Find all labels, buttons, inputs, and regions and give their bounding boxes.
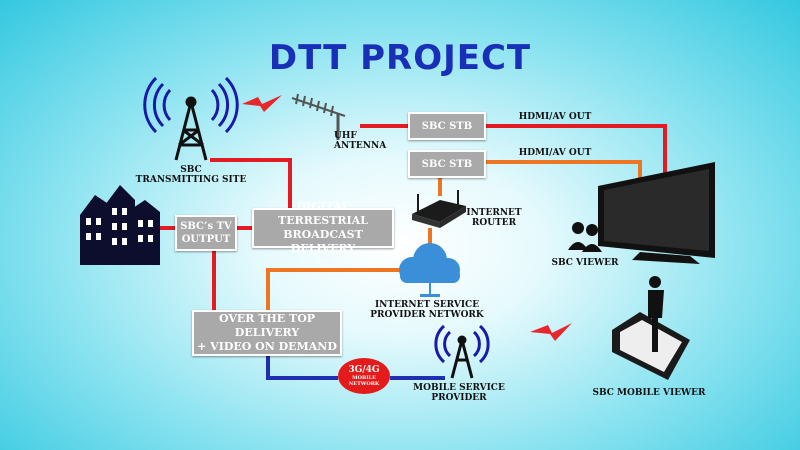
internet-router-label: INTERNET ROUTER — [466, 208, 522, 228]
uhf-antenna-label: UHF ANTENNA — [334, 131, 387, 151]
sbc-viewer-label: SBC VIEWER — [551, 258, 619, 268]
ott-delivery-box: OVER THE TOP DELIVERY + VIDEO ON DEMAND — [192, 310, 342, 356]
transmitting-site-label: SBC TRANSMITTING SITE — [135, 165, 247, 185]
hdmi-out-top-label: HDMI/AV OUT — [518, 112, 592, 122]
mobile-viewer-label: SBC MOBILE VIEWER — [592, 388, 706, 398]
mobile-tower-structure — [450, 335, 474, 379]
hdmi-out-bottom-label: HDMI/AV OUT — [518, 148, 592, 158]
mobile-phone-icon — [612, 312, 690, 380]
router-icon — [412, 190, 466, 228]
sbc-stb-bottom: SBC STB — [408, 150, 486, 178]
mobile-provider-label: MOBILE SERVICE PROVIDER — [413, 383, 505, 403]
mobile-network-badge: 3G/4G MOBILE NETWORK — [338, 358, 390, 394]
line-cloud-to-ott — [266, 268, 400, 310]
tower-structure — [174, 96, 208, 161]
isp-network-label: INTERNET SERVICE PROVIDER NETWORK — [370, 300, 484, 320]
line-stb-to-tv — [484, 124, 667, 175]
mobile-tower-icon — [434, 324, 490, 364]
diagram-title: DTT PROJECT — [268, 38, 532, 78]
line-stb2-to-tv — [484, 160, 642, 180]
line-transmitter-to-dtt — [210, 158, 292, 210]
uhf-antenna-icon — [291, 93, 346, 140]
badge-label: 3G/4G — [348, 364, 380, 375]
signal-bolt-icon — [242, 95, 282, 112]
sbc-tv-output-box: SBC’s TV OUTPUT — [175, 215, 237, 251]
person-silhouette-icon — [648, 276, 664, 352]
television-icon — [598, 162, 715, 264]
cloud-network-icon — [399, 243, 460, 297]
dtt-delivery-box: DIGITAL TERRESTRIAL BROADCAST DELIVERY — [252, 200, 394, 255]
signal-bolt-icon-mobile — [530, 323, 572, 341]
badge-sublabel: MOBILE NETWORK — [348, 374, 380, 387]
transmitting-tower-icon — [143, 76, 239, 134]
sbc-stb-top: SBC STB — [408, 112, 486, 140]
line-ott-to-mobile — [266, 354, 338, 380]
building-windows — [86, 208, 153, 245]
viewers-silhouette-icon — [568, 222, 602, 252]
